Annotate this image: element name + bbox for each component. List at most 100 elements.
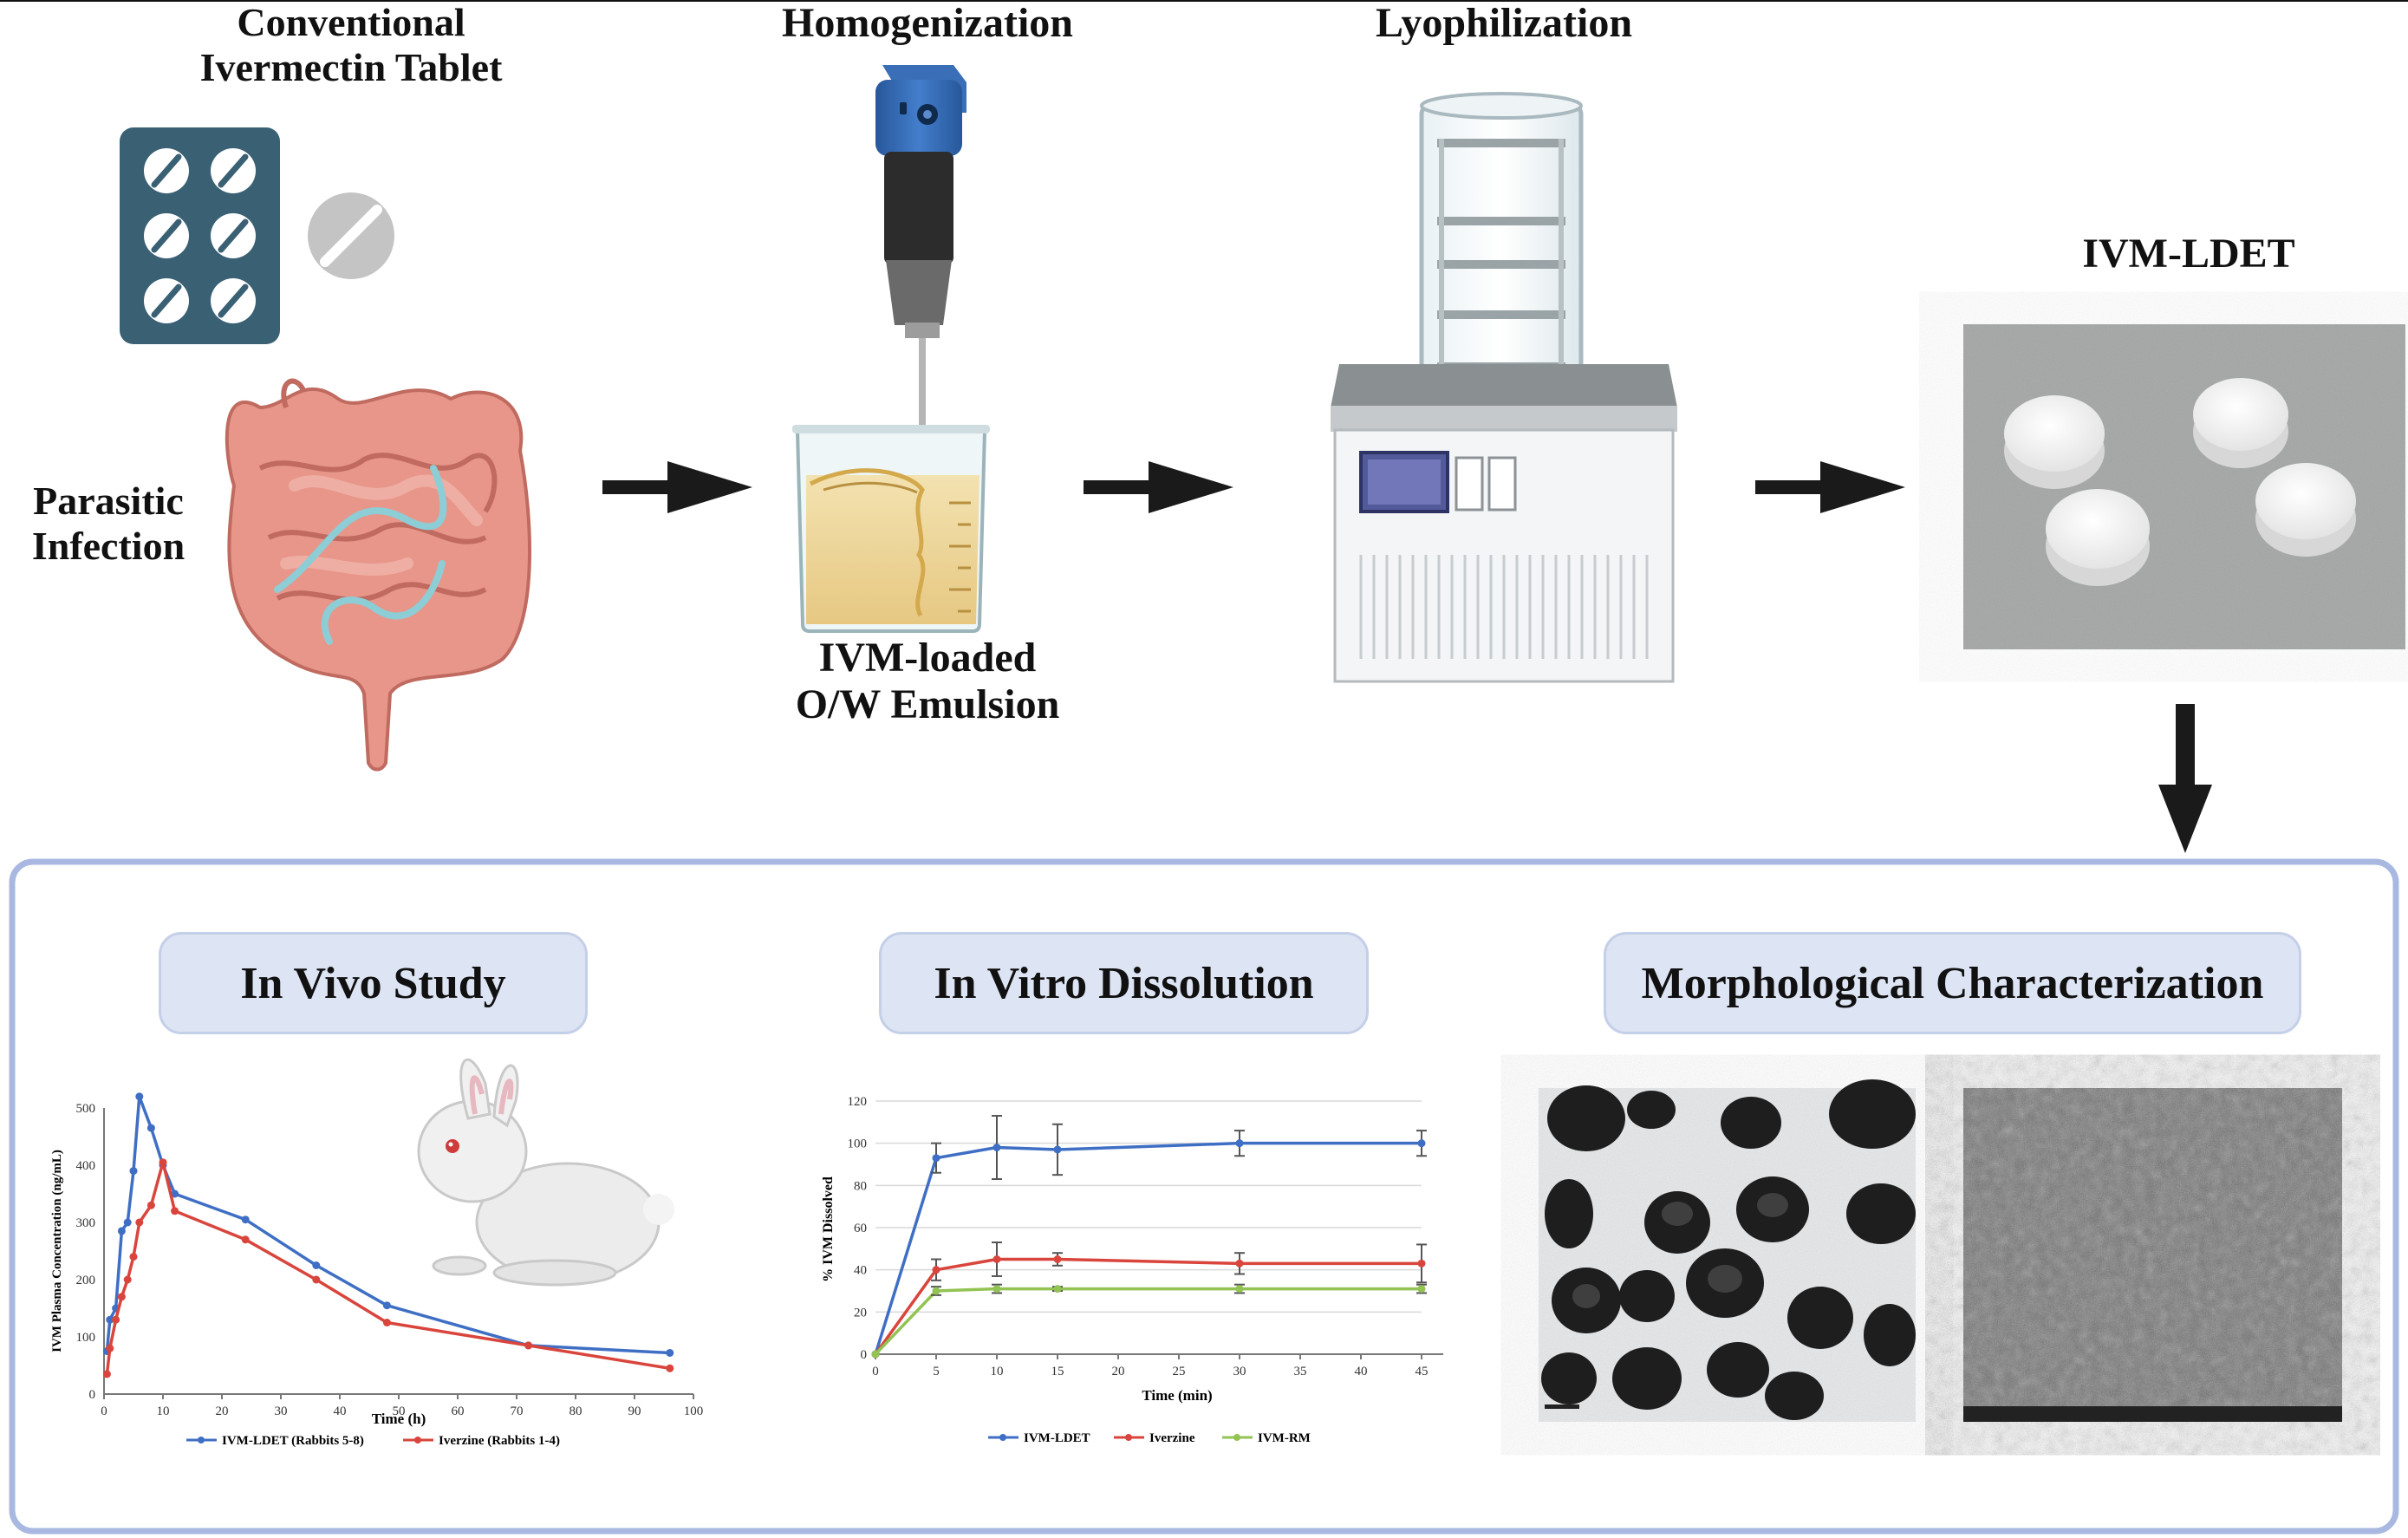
data-point — [1235, 1139, 1244, 1148]
x-tick-label: 100 — [684, 1404, 704, 1418]
data-point — [135, 1092, 144, 1101]
y-tick-label: 20 — [854, 1306, 867, 1320]
parasitic-infection-label: Parasitic Infection — [31, 479, 185, 568]
legend-label: IVM-LDET — [1024, 1431, 1090, 1445]
x-tick-label: 70 — [511, 1404, 524, 1418]
arrow-icon — [1084, 461, 1233, 513]
series-line — [874, 1287, 1422, 1356]
beaker-icon — [792, 425, 990, 633]
legend-label: IVM-RM — [1258, 1431, 1311, 1445]
y-tick-label: 80 — [854, 1179, 867, 1193]
lyophilization-label: Lyophilization — [1375, 0, 1633, 46]
x-tick-label: 20 — [1112, 1365, 1125, 1378]
data-point — [312, 1261, 321, 1269]
y-axis-label: IVM Plasma Concentration (ng/mL) — [50, 1150, 64, 1352]
arrow-down-icon — [2158, 704, 2212, 853]
x-tick-label: 50 — [393, 1404, 406, 1418]
data-point — [992, 1255, 1001, 1263]
legend-label: IVM-LDET (Rabbits 5-8) — [222, 1434, 364, 1448]
data-point — [1053, 1145, 1062, 1154]
legend-label: Iverzine — [1149, 1431, 1195, 1445]
data-point — [123, 1275, 132, 1284]
y-tick-label: 500 — [76, 1102, 96, 1116]
data-point — [932, 1287, 940, 1295]
homogenization-label: Homogenization — [782, 0, 1073, 46]
data-point — [666, 1348, 674, 1357]
conventional-tablet-label: Conventional Ivermectin Tablet — [199, 0, 503, 89]
x-tick-label: 30 — [1233, 1365, 1246, 1378]
data-point — [171, 1207, 179, 1215]
data-point — [1417, 1285, 1426, 1294]
data-point — [932, 1154, 940, 1163]
series-line — [874, 1141, 1422, 1355]
freeze-dryer-icon — [1331, 92, 1677, 683]
x-tick-label: 90 — [628, 1404, 641, 1418]
data-point — [123, 1218, 132, 1227]
x-tick-label: 40 — [334, 1404, 347, 1418]
y-tick-label: 300 — [76, 1216, 96, 1230]
data-point — [171, 1189, 179, 1198]
data-point — [524, 1341, 533, 1350]
y-tick-label: 0 — [861, 1348, 868, 1362]
y-tick-label: 400 — [76, 1159, 96, 1173]
data-point — [135, 1218, 144, 1227]
homogenizer-icon — [875, 65, 966, 538]
x-tick-label: 0 — [101, 1404, 107, 1418]
pill-icon — [308, 192, 394, 279]
data-point — [159, 1158, 167, 1167]
sem-micrograph — [1963, 1088, 2342, 1422]
y-tick-label: 100 — [76, 1331, 96, 1345]
data-point — [117, 1227, 126, 1235]
x-tick-label: 10 — [157, 1404, 170, 1418]
x-tick-label: 60 — [452, 1404, 465, 1418]
emulsion-label: IVM-loaded O/W Emulsion — [795, 635, 1060, 727]
arrow-icon — [602, 461, 752, 513]
blister-pack-icon — [120, 127, 280, 344]
x-tick-label: 5 — [933, 1365, 940, 1378]
rabbit-icon — [417, 1058, 674, 1287]
data-point — [666, 1364, 674, 1372]
legend-label: Iverzine (Rabbits 1-4) — [439, 1434, 560, 1448]
data-point — [992, 1144, 1001, 1152]
data-point — [382, 1301, 391, 1310]
x-tick-label: 10 — [991, 1365, 1004, 1378]
in-vivo-pill: In Vivo Study — [159, 932, 588, 1034]
data-point — [1053, 1285, 1062, 1294]
data-point — [992, 1285, 1001, 1294]
x-tick-label: 25 — [1173, 1365, 1186, 1378]
data-point — [106, 1315, 114, 1324]
arrow-icon — [1755, 461, 1905, 513]
y-tick-label: 200 — [76, 1274, 96, 1287]
data-point — [241, 1215, 250, 1224]
morphology-pill: Morphological Characterization — [1604, 932, 2301, 1034]
data-point — [106, 1344, 114, 1352]
y-axis-label: % IVM Dissolved — [821, 1176, 836, 1282]
x-tick-label: 40 — [1355, 1365, 1368, 1378]
y-tick-label: 120 — [848, 1095, 868, 1109]
legend: IVM-LDET Iverzine IVM-RM — [988, 1431, 1311, 1445]
data-point — [1235, 1285, 1244, 1294]
x-tick-label: 30 — [275, 1404, 288, 1418]
in-vitro-pill: In Vitro Dissolution — [879, 932, 1369, 1034]
y-tick-label: 0 — [89, 1388, 96, 1402]
y-tick-label: 40 — [854, 1264, 867, 1278]
product-label: IVM-LDET — [2082, 231, 2295, 277]
x-tick-label: 20 — [216, 1404, 229, 1418]
series-line — [874, 1257, 1422, 1356]
legend: IVM-LDET (Rabbits 5-8) Iverzine (Rabbits… — [186, 1434, 560, 1448]
data-point — [112, 1315, 120, 1324]
x-tick-label: 15 — [1051, 1365, 1064, 1378]
data-point — [241, 1235, 250, 1244]
tablet-photo — [1963, 324, 2405, 649]
data-point — [382, 1319, 391, 1326]
x-tick-label: 80 — [569, 1404, 582, 1418]
data-point — [312, 1275, 321, 1284]
data-point — [932, 1266, 940, 1274]
intestine-icon — [225, 378, 531, 772]
data-point — [146, 1201, 155, 1209]
data-point — [1417, 1139, 1426, 1148]
x-tick-label: 45 — [1416, 1365, 1429, 1378]
